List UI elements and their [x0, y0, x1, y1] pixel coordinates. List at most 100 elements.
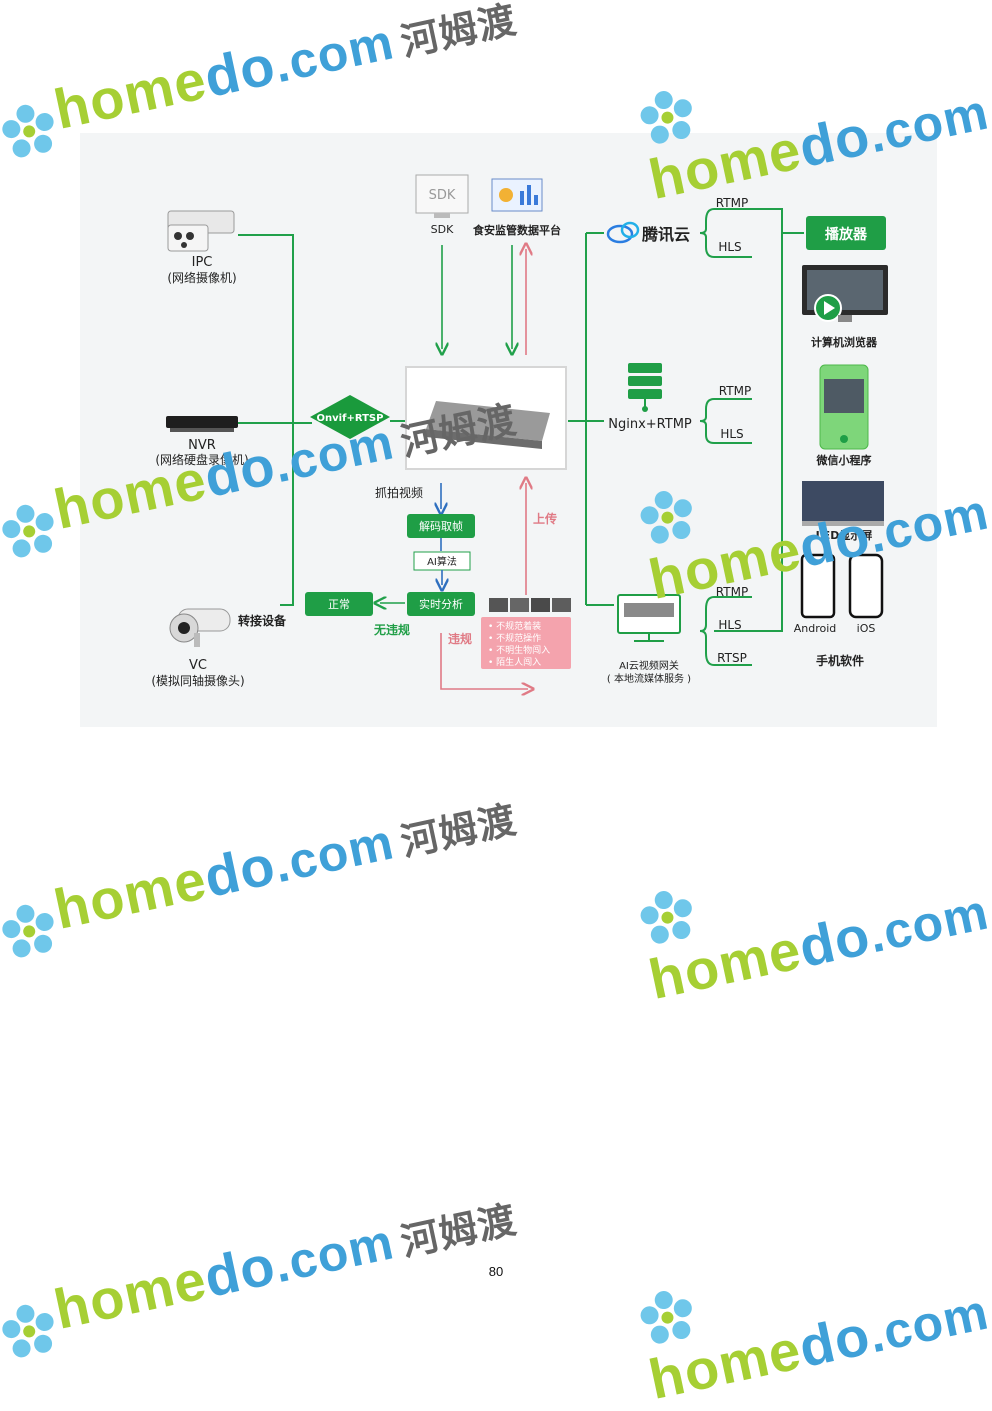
distribution-bus-line: [568, 232, 614, 606]
nginx-rtmp: RTMP: [719, 384, 751, 398]
gateway-rtsp: RTSP: [717, 651, 747, 665]
player-header-box: [806, 216, 886, 250]
watermark-brand-home: home: [643, 1317, 807, 1411]
decode-box: [407, 514, 475, 538]
ios-label: iOS: [857, 622, 876, 635]
flower-logo-icon: [640, 1291, 692, 1344]
sdk-icon-text: SDK: [429, 188, 456, 203]
violations-box: [481, 617, 571, 669]
violation-item-2: • 不规范操作: [488, 632, 541, 644]
miniapp-label: 微信小程序: [816, 453, 872, 467]
watermark-brand-cn: 河姆渡: [397, 0, 521, 65]
nvr-recorder-icon: [166, 416, 238, 432]
flower-logo-icon: [640, 891, 692, 944]
watermark-6: homedo.com: [632, 823, 992, 1011]
violation-item-4: • 陌生人闯入: [488, 656, 541, 668]
android-phone-icon: [800, 553, 836, 619]
led-label: LED显示屏: [816, 529, 873, 542]
tencent-cloud-icon: [606, 221, 640, 244]
gateway-rtmp: RTMP: [716, 585, 748, 599]
violation-arrow: [440, 633, 528, 689]
mobile-label: 手机软件: [816, 653, 864, 668]
watermark-5: homedo.com河姆渡: [0, 785, 524, 966]
watermark-brand-com: .com: [268, 13, 399, 94]
architecture-diagram: IPC (网络摄像机) NVR (网络硬盘录像机) 转接设备 VC (模拟同轴摄…: [80, 133, 937, 727]
protocol-diamond: [310, 395, 390, 439]
sdk-monitor-icon: [415, 174, 469, 218]
no-violation-label: 无违规: [373, 622, 410, 637]
player-header-label: 播放器: [825, 226, 868, 243]
watermark-brand-do: do: [198, 32, 281, 109]
android-label: Android: [794, 622, 837, 635]
tencent-rtmp: RTMP: [716, 196, 748, 210]
relay-label: 转接设备: [238, 613, 287, 628]
ai-box-device-icon: [426, 401, 550, 449]
server-stack-icon: [628, 363, 662, 412]
tencent-hls: HLS: [718, 240, 741, 254]
ios-phone-icon: [848, 553, 884, 619]
miniapp-phone-icon: [819, 364, 869, 450]
tencent-brace: [699, 208, 752, 258]
gateway-hls: HLS: [718, 618, 741, 632]
page-number: 80: [488, 1264, 504, 1279]
flower-logo-icon: [2, 904, 54, 957]
protocol-label: Onvif+RTSP: [317, 413, 384, 424]
watermark-brand-do: do: [793, 902, 876, 980]
tencent-label: 腾讯云: [642, 225, 690, 244]
violation-item-3: • 不明生物闯入: [488, 644, 550, 656]
flower-logo-icon: [2, 1304, 54, 1357]
ipc-camera-icon: [167, 210, 235, 252]
violation-label: 违规: [448, 631, 472, 646]
vc-camera-icon: [169, 608, 231, 647]
upload-label: 上传: [533, 511, 557, 526]
watermark-brand-do: do: [198, 1232, 281, 1309]
capture-label: 抓拍视频: [375, 485, 423, 500]
nginx-hls: HLS: [720, 427, 743, 441]
vc-title: VC: [189, 658, 207, 673]
watermark-brand-com: .com: [268, 1213, 399, 1294]
watermark-brand-com: .com: [268, 813, 399, 894]
decode-label: 解码取帧: [419, 519, 463, 533]
nvr-title: NVR: [188, 438, 216, 453]
watermark-brand-cn: 河姆渡: [397, 799, 521, 865]
watermark-brand-home: home: [643, 917, 807, 1011]
watermark-8: homedo.com: [632, 1223, 992, 1411]
watermark-brand-com: .com: [863, 1283, 992, 1364]
algo-label: AI算法: [427, 555, 457, 568]
diagram-canvas: IPC (网络摄像机) NVR (网络硬盘录像机) 转接设备 VC (模拟同轴摄…: [151, 174, 888, 727]
gateway-title: AI云视频网关: [619, 659, 679, 672]
ipc-subtitle: (网络摄像机): [167, 270, 236, 285]
gateway-device-icon: [617, 594, 681, 642]
browser-label: 计算机浏览器: [811, 335, 878, 349]
nginx-label: Nginx+RTMP: [608, 417, 692, 432]
watermark-brand-com: .com: [863, 883, 992, 964]
snapshot-thumbnails: [489, 598, 571, 612]
violation-item-1: • 不规范着装: [488, 620, 541, 632]
normal-label: 正常: [328, 598, 350, 611]
source-bus-line: [238, 234, 294, 606]
analysis-label: 实时分析: [419, 597, 463, 611]
watermark-brand-home: home: [48, 1247, 212, 1341]
nginx-brace: [699, 398, 752, 444]
gateway-subtitle: ( 本地流媒体服务 ): [607, 672, 691, 685]
player-bus-line: [752, 208, 783, 632]
analysis-box: [407, 592, 475, 616]
vc-subtitle: (模拟同轴摄像头): [151, 673, 244, 688]
watermark-brand-cn: 河姆渡: [397, 1199, 521, 1265]
flower-logo-icon: [2, 504, 54, 557]
watermark-brand-home: home: [48, 847, 212, 941]
browser-monitor-icon: [802, 265, 888, 322]
sdk-label: SDK: [431, 223, 454, 236]
watermark-7: homedo.com河姆渡: [0, 1185, 524, 1366]
watermark-brand-home: home: [48, 47, 212, 141]
watermark-brand-do: do: [198, 832, 281, 909]
led-screen-icon: [802, 481, 884, 526]
watermark-brand-do: do: [793, 1302, 876, 1380]
normal-box: [305, 592, 373, 616]
gateway-brace: [699, 596, 762, 666]
platform-label: 食安监管数据平台: [473, 223, 561, 237]
dashboard-icon: [491, 178, 543, 212]
flower-logo-icon: [2, 104, 54, 157]
nvr-subtitle: (网络硬盘录像机): [155, 452, 248, 467]
ipc-title: IPC: [192, 255, 213, 270]
